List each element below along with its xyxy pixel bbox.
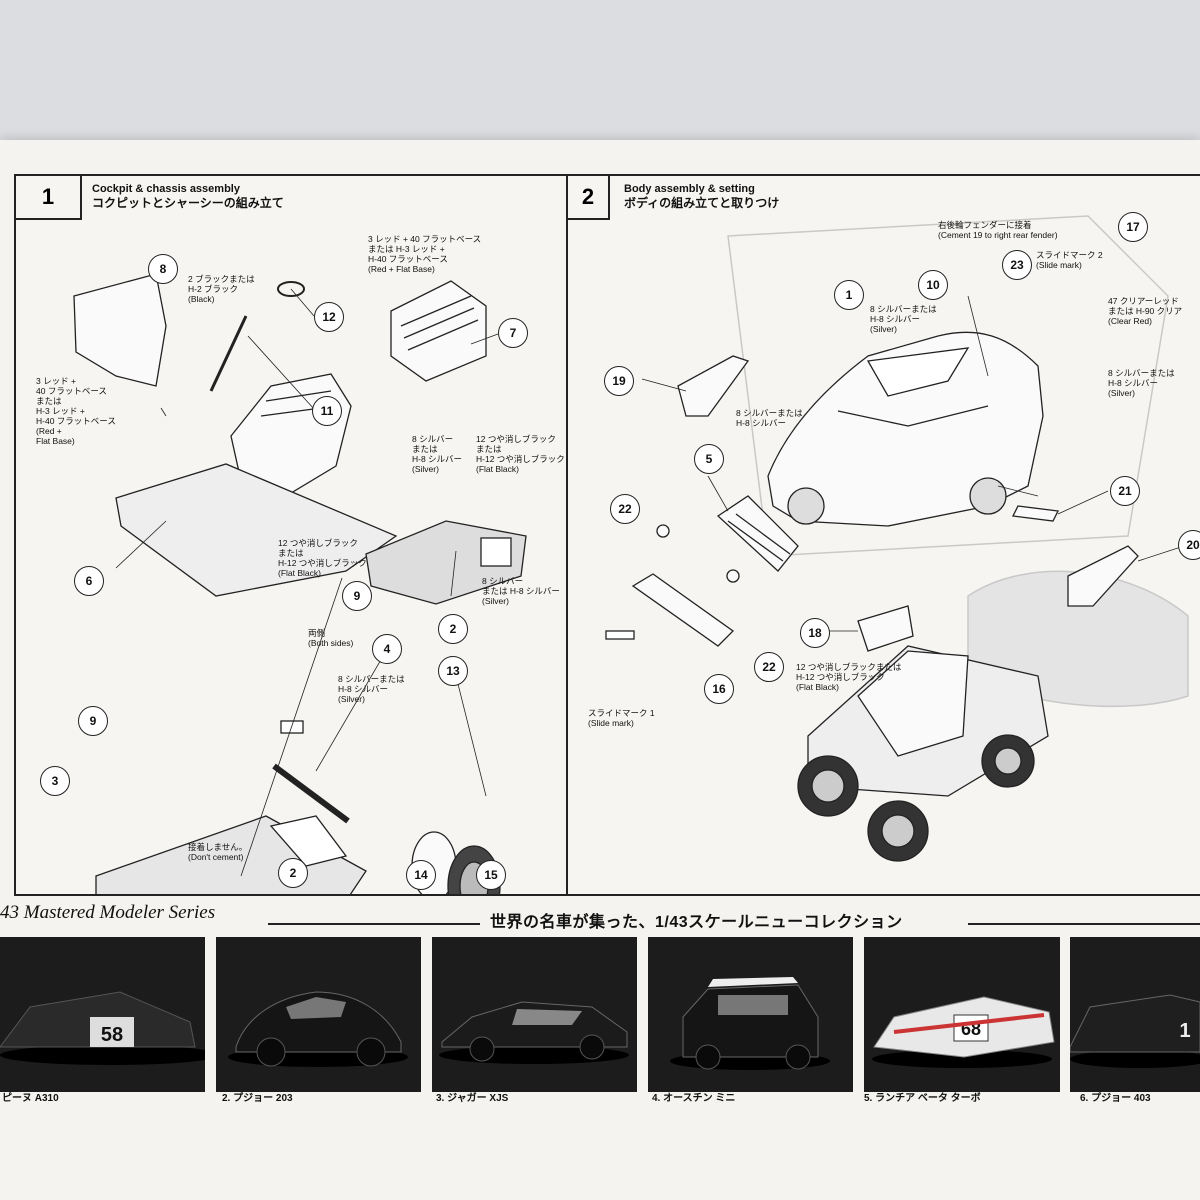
callout-part: 2 (438, 614, 468, 644)
callout-part: 19 (604, 366, 634, 396)
step1-title: Cockpit & chassis assembly コクピットとシャーシーの組… (92, 182, 284, 210)
callout-part: 20 (1178, 530, 1200, 560)
note-flat-black: 12 つや消しブラックまたは H-12 つや消しブラック (Flat Black… (796, 662, 902, 692)
series-subtitle: 世界の名車が集った、1/43スケールニューコレクション (490, 914, 903, 931)
callout-part: 4 (372, 634, 402, 664)
callout-part: 13 (438, 656, 468, 686)
note-both-sides: 両側 (Both sides) (308, 628, 354, 648)
step2-number: 2 (568, 176, 610, 220)
note-clear-red: 47 クリアーレッド または H-90 クリア (Clear Red) (1108, 296, 1183, 326)
note-black: 2 ブラックまたは H-2 ブラック (Black) (188, 274, 255, 304)
step1-drawing (73, 273, 527, 894)
callout-part: 9 (342, 581, 372, 611)
car-photo-strip: 58 68 1 (0, 937, 1200, 1092)
callout-part: 14 (406, 860, 436, 890)
note-silver-a: 8 シルバー または H-8 シルバー (Silver) (412, 434, 463, 474)
car-photo: 68 (864, 937, 1060, 1092)
car-photo: 58 (0, 937, 205, 1092)
note-silver-c: 8 シルバーまたは H-8 シルバー (Silver) (338, 674, 405, 704)
callout-part: 18 (800, 618, 830, 648)
callout-part: 5 (694, 444, 724, 474)
series-title: 43 Mastered Modeler Series (0, 902, 216, 923)
callout-part: 21 (1110, 476, 1140, 506)
car-caption: 6. プジョー 403 (1080, 1093, 1151, 1104)
callout-part: 1 (834, 280, 864, 310)
note-dont-cement: 接着しません。 (Don't cement) (188, 842, 248, 862)
note-flat-black-b: 12 つや消しブラック または H-12 つや消しブラック (Flat Blac… (278, 538, 367, 578)
divider-right (968, 923, 1200, 925)
car-caption: 3. ジャガー XJS (436, 1093, 509, 1104)
note-slide-1: スライドマーク 1 (Slide mark) (588, 708, 655, 728)
step2-title: Body assembly & setting ボディの組み立てと取りつけ (624, 182, 779, 210)
note-silver-right: 8 シルバーまたは H-8 シルバー (Silver) (1108, 368, 1175, 398)
callout-part: 22 (610, 494, 640, 524)
note-fender: 右後輪フェンダーに接着 (Cement 19 to right rear fen… (938, 220, 1058, 240)
callout-part: 7 (498, 318, 528, 348)
car-photo (648, 937, 853, 1092)
callout-part: 10 (918, 270, 948, 300)
step2-drawing (605, 215, 1189, 862)
callout-part: 9 (78, 706, 108, 736)
instruction-sheet: 1 Cockpit & chassis assembly コクピットとシャーシー… (0, 140, 1200, 1200)
car-caption: ピーヌ A310 (2, 1093, 59, 1104)
note-red-flat-left: 3 レッド + 40 フラットベース または H-3 レッド + H-40 フラ… (36, 376, 116, 446)
callout-part: 12 (314, 302, 344, 332)
note-silver-body: 8 シルバーまたは H-8 シルバー (Silver) (870, 304, 937, 334)
note-flat-black-a: 12 つや消しブラック または H-12 つや消しブラック (Flat Blac… (476, 434, 565, 474)
step1-number: 1 (16, 176, 82, 220)
note-red-flat-right: 3 レッド + 40 フラットベース または H-3 レッド + H-40 フラ… (368, 234, 482, 274)
step2-title-jp: ボディの組み立てと取りつけ (624, 196, 780, 210)
car-caption: 4. オースチン ミニ (652, 1093, 736, 1104)
step2-panel: 2 Body assembly & setting ボディの組み立てと取りつけ (566, 174, 1200, 896)
car-caption: 5. ランチア ベータ ターボ (864, 1093, 981, 1104)
step1-title-jp: コクピットとシャーシーの組み立て (92, 196, 284, 210)
car-photo (216, 937, 421, 1092)
car-number: 58 (101, 1024, 123, 1046)
callout-part: 6 (74, 566, 104, 596)
step1-title-en: Cockpit & chassis assembly (92, 183, 240, 195)
divider-left (268, 923, 480, 925)
note-slide-2: スライドマーク 2 (Slide mark) (1036, 250, 1103, 270)
car-photo: 1 (1070, 937, 1200, 1092)
callout-part: 22 (754, 652, 784, 682)
car-caption: 2. プジョー 203 (222, 1093, 293, 1104)
car-number: 1 (1179, 1020, 1190, 1042)
callout-part: 3 (40, 766, 70, 796)
callout-part: 17 (1118, 212, 1148, 242)
step1-panel: 1 Cockpit & chassis assembly コクピットとシャーシー… (14, 174, 572, 896)
callout-part: 11 (312, 396, 342, 426)
callout-part: 8 (148, 254, 178, 284)
car-photo (432, 937, 637, 1092)
note-silver-mid: 8 シルバーまたは H-8 シルバー (736, 408, 803, 428)
note-silver-b: 8 シルバー または H-8 シルバー (Silver) (482, 576, 560, 606)
callout-part: 2 (278, 858, 308, 888)
step2-title-en: Body assembly & setting (624, 183, 755, 195)
callout-part: 23 (1002, 250, 1032, 280)
callout-part: 15 (476, 860, 506, 890)
callout-part: 16 (704, 674, 734, 704)
